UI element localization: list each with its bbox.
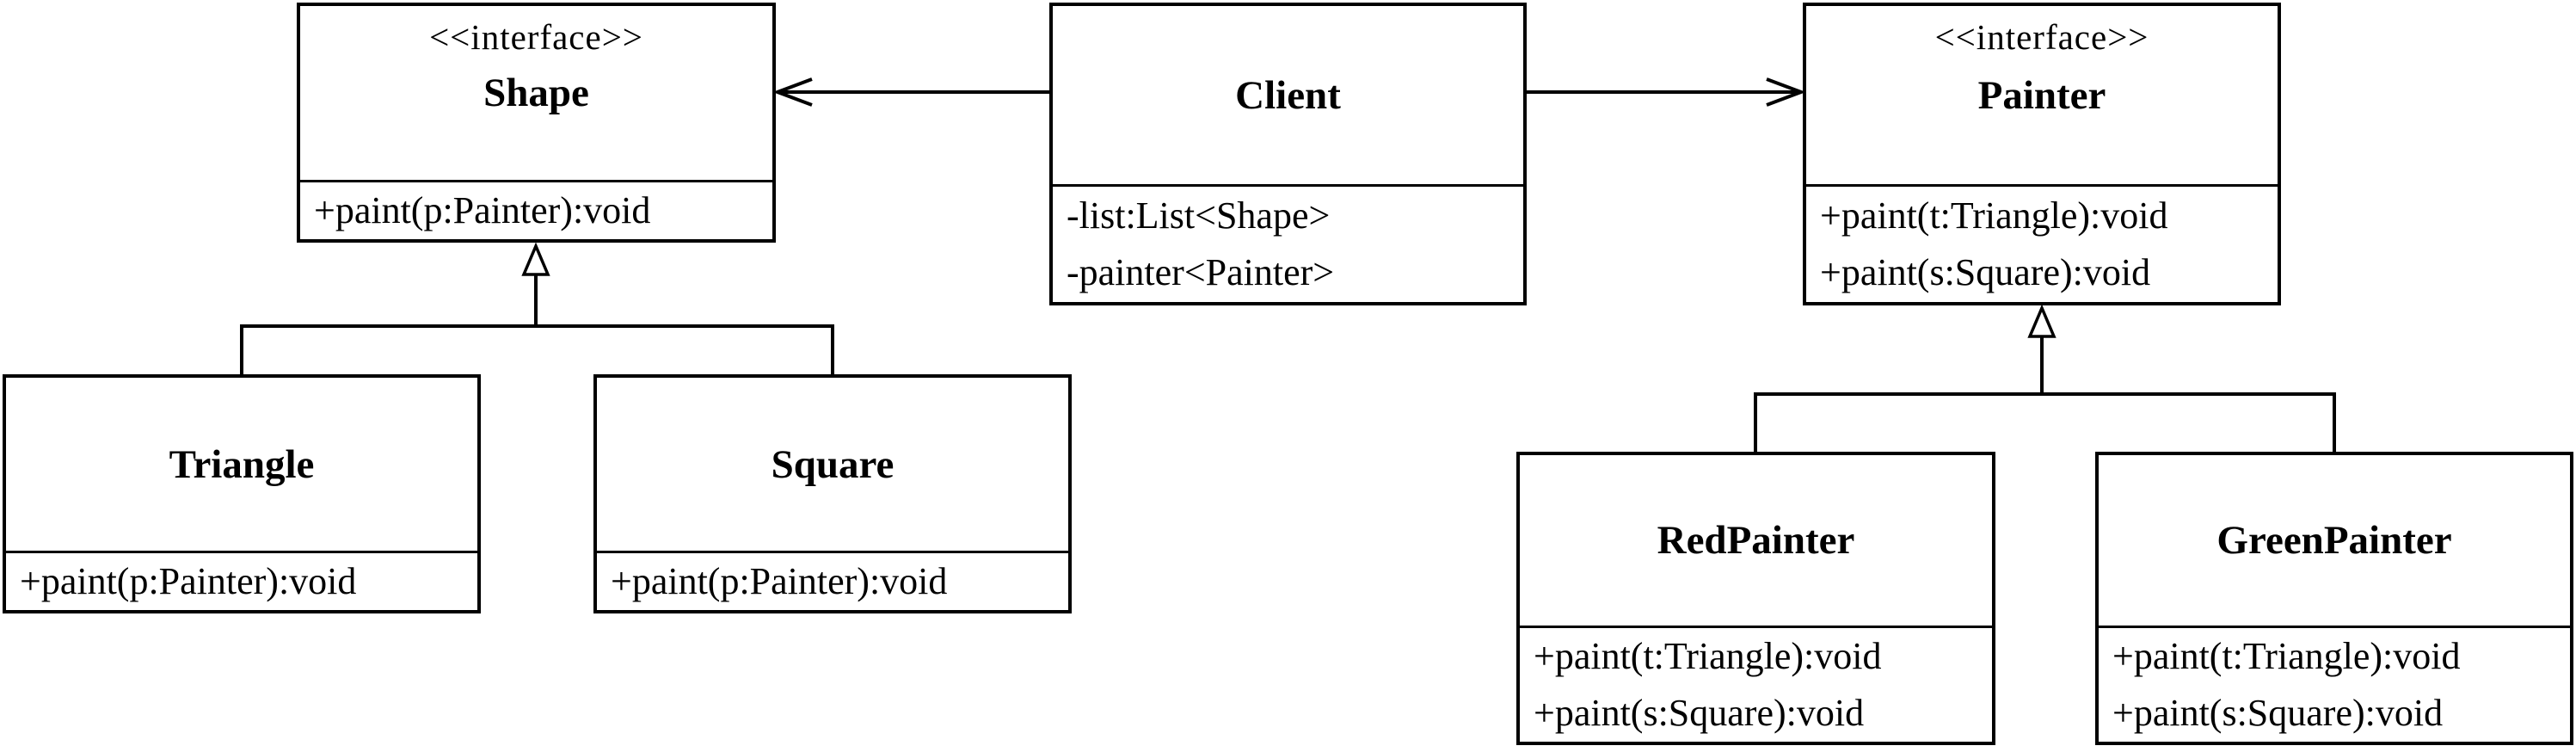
shape-class-name: Shape bbox=[483, 71, 589, 115]
greenpainter-class-name: GreenPainter bbox=[2216, 518, 2452, 563]
square-title-compartment: Square bbox=[597, 378, 1068, 551]
triangle-title-compartment: Triangle bbox=[6, 378, 477, 551]
triangle-class-name: Triangle bbox=[169, 441, 315, 487]
class-box-triangle: Triangle +paint(p:Painter):void bbox=[3, 374, 481, 613]
triangle-method: +paint(p:Painter):void bbox=[20, 560, 357, 602]
redpainter-members-compartment: +paint(t:Triangle):void +paint(s:Square)… bbox=[1520, 626, 1992, 742]
class-box-greenpainter: GreenPainter +paint(t:Triangle):void +pa… bbox=[2095, 452, 2573, 745]
client-class-name: Client bbox=[1235, 72, 1341, 118]
class-box-painter: <<interface>> Painter +paint(t:Triangle)… bbox=[1803, 3, 2281, 305]
class-box-redpainter: RedPainter +paint(t:Triangle):void +pain… bbox=[1516, 452, 1995, 745]
generalization-shape-bus bbox=[240, 324, 834, 374]
painter-method-paint-square: +paint(s:Square):void bbox=[1820, 251, 2151, 293]
client-attribute-list: -list:List<Shape> bbox=[1067, 194, 1331, 237]
square-members-compartment: +paint(p:Painter):void bbox=[597, 551, 1068, 610]
greenpainter-members-compartment: +paint(t:Triangle):void +paint(s:Square)… bbox=[2099, 626, 2570, 742]
shape-members-compartment: +paint(p:Painter):void bbox=[300, 180, 772, 239]
redpainter-method-paint-square: +paint(s:Square):void bbox=[1534, 692, 1865, 734]
redpainter-title-compartment: RedPainter bbox=[1520, 455, 1992, 626]
painter-members-compartment: +paint(t:Triangle):void +paint(s:Square)… bbox=[1806, 184, 2278, 302]
greenpainter-method-paint-triangle: +paint(t:Triangle):void bbox=[2112, 635, 2461, 677]
painter-stereotype: <<interface>> bbox=[1934, 17, 2149, 57]
painter-method-paint-triangle: +paint(t:Triangle):void bbox=[1820, 194, 2168, 237]
generalization-painter-bus bbox=[1754, 392, 2336, 452]
painter-class-name: Painter bbox=[1977, 72, 2106, 118]
class-box-shape: <<interface>> Shape +paint(p:Painter):vo… bbox=[297, 3, 776, 243]
client-attribute-painter: -painter<Painter> bbox=[1067, 251, 1335, 293]
square-method: +paint(p:Painter):void bbox=[611, 560, 948, 602]
shape-method: +paint(p:Painter):void bbox=[314, 189, 651, 231]
redpainter-class-name: RedPainter bbox=[1657, 518, 1855, 563]
class-box-client: Client -list:List<Shape> -painter<Painte… bbox=[1049, 3, 1527, 305]
class-box-square: Square +paint(p:Painter):void bbox=[593, 374, 1072, 613]
square-class-name: Square bbox=[771, 441, 895, 487]
painter-title-compartment: <<interface>> Painter bbox=[1806, 6, 2278, 184]
client-title-compartment: Client bbox=[1053, 6, 1523, 184]
greenpainter-title-compartment: GreenPainter bbox=[2099, 455, 2570, 626]
shape-stereotype: <<interface>> bbox=[429, 17, 643, 57]
generalization-painter-arrowhead bbox=[2027, 304, 2056, 338]
association-client-painter-arrowhead bbox=[1766, 77, 1806, 107]
association-client-shape-arrowhead bbox=[772, 77, 813, 107]
greenpainter-method-paint-square: +paint(s:Square):void bbox=[2112, 692, 2444, 734]
redpainter-method-paint-triangle: +paint(t:Triangle):void bbox=[1534, 635, 1882, 677]
client-members-compartment: -list:List<Shape> -painter<Painter> bbox=[1053, 184, 1523, 302]
shape-title-compartment: <<interface>> Shape bbox=[300, 6, 772, 180]
generalization-shape-arrowhead bbox=[521, 242, 550, 276]
triangle-members-compartment: +paint(p:Painter):void bbox=[6, 551, 477, 610]
